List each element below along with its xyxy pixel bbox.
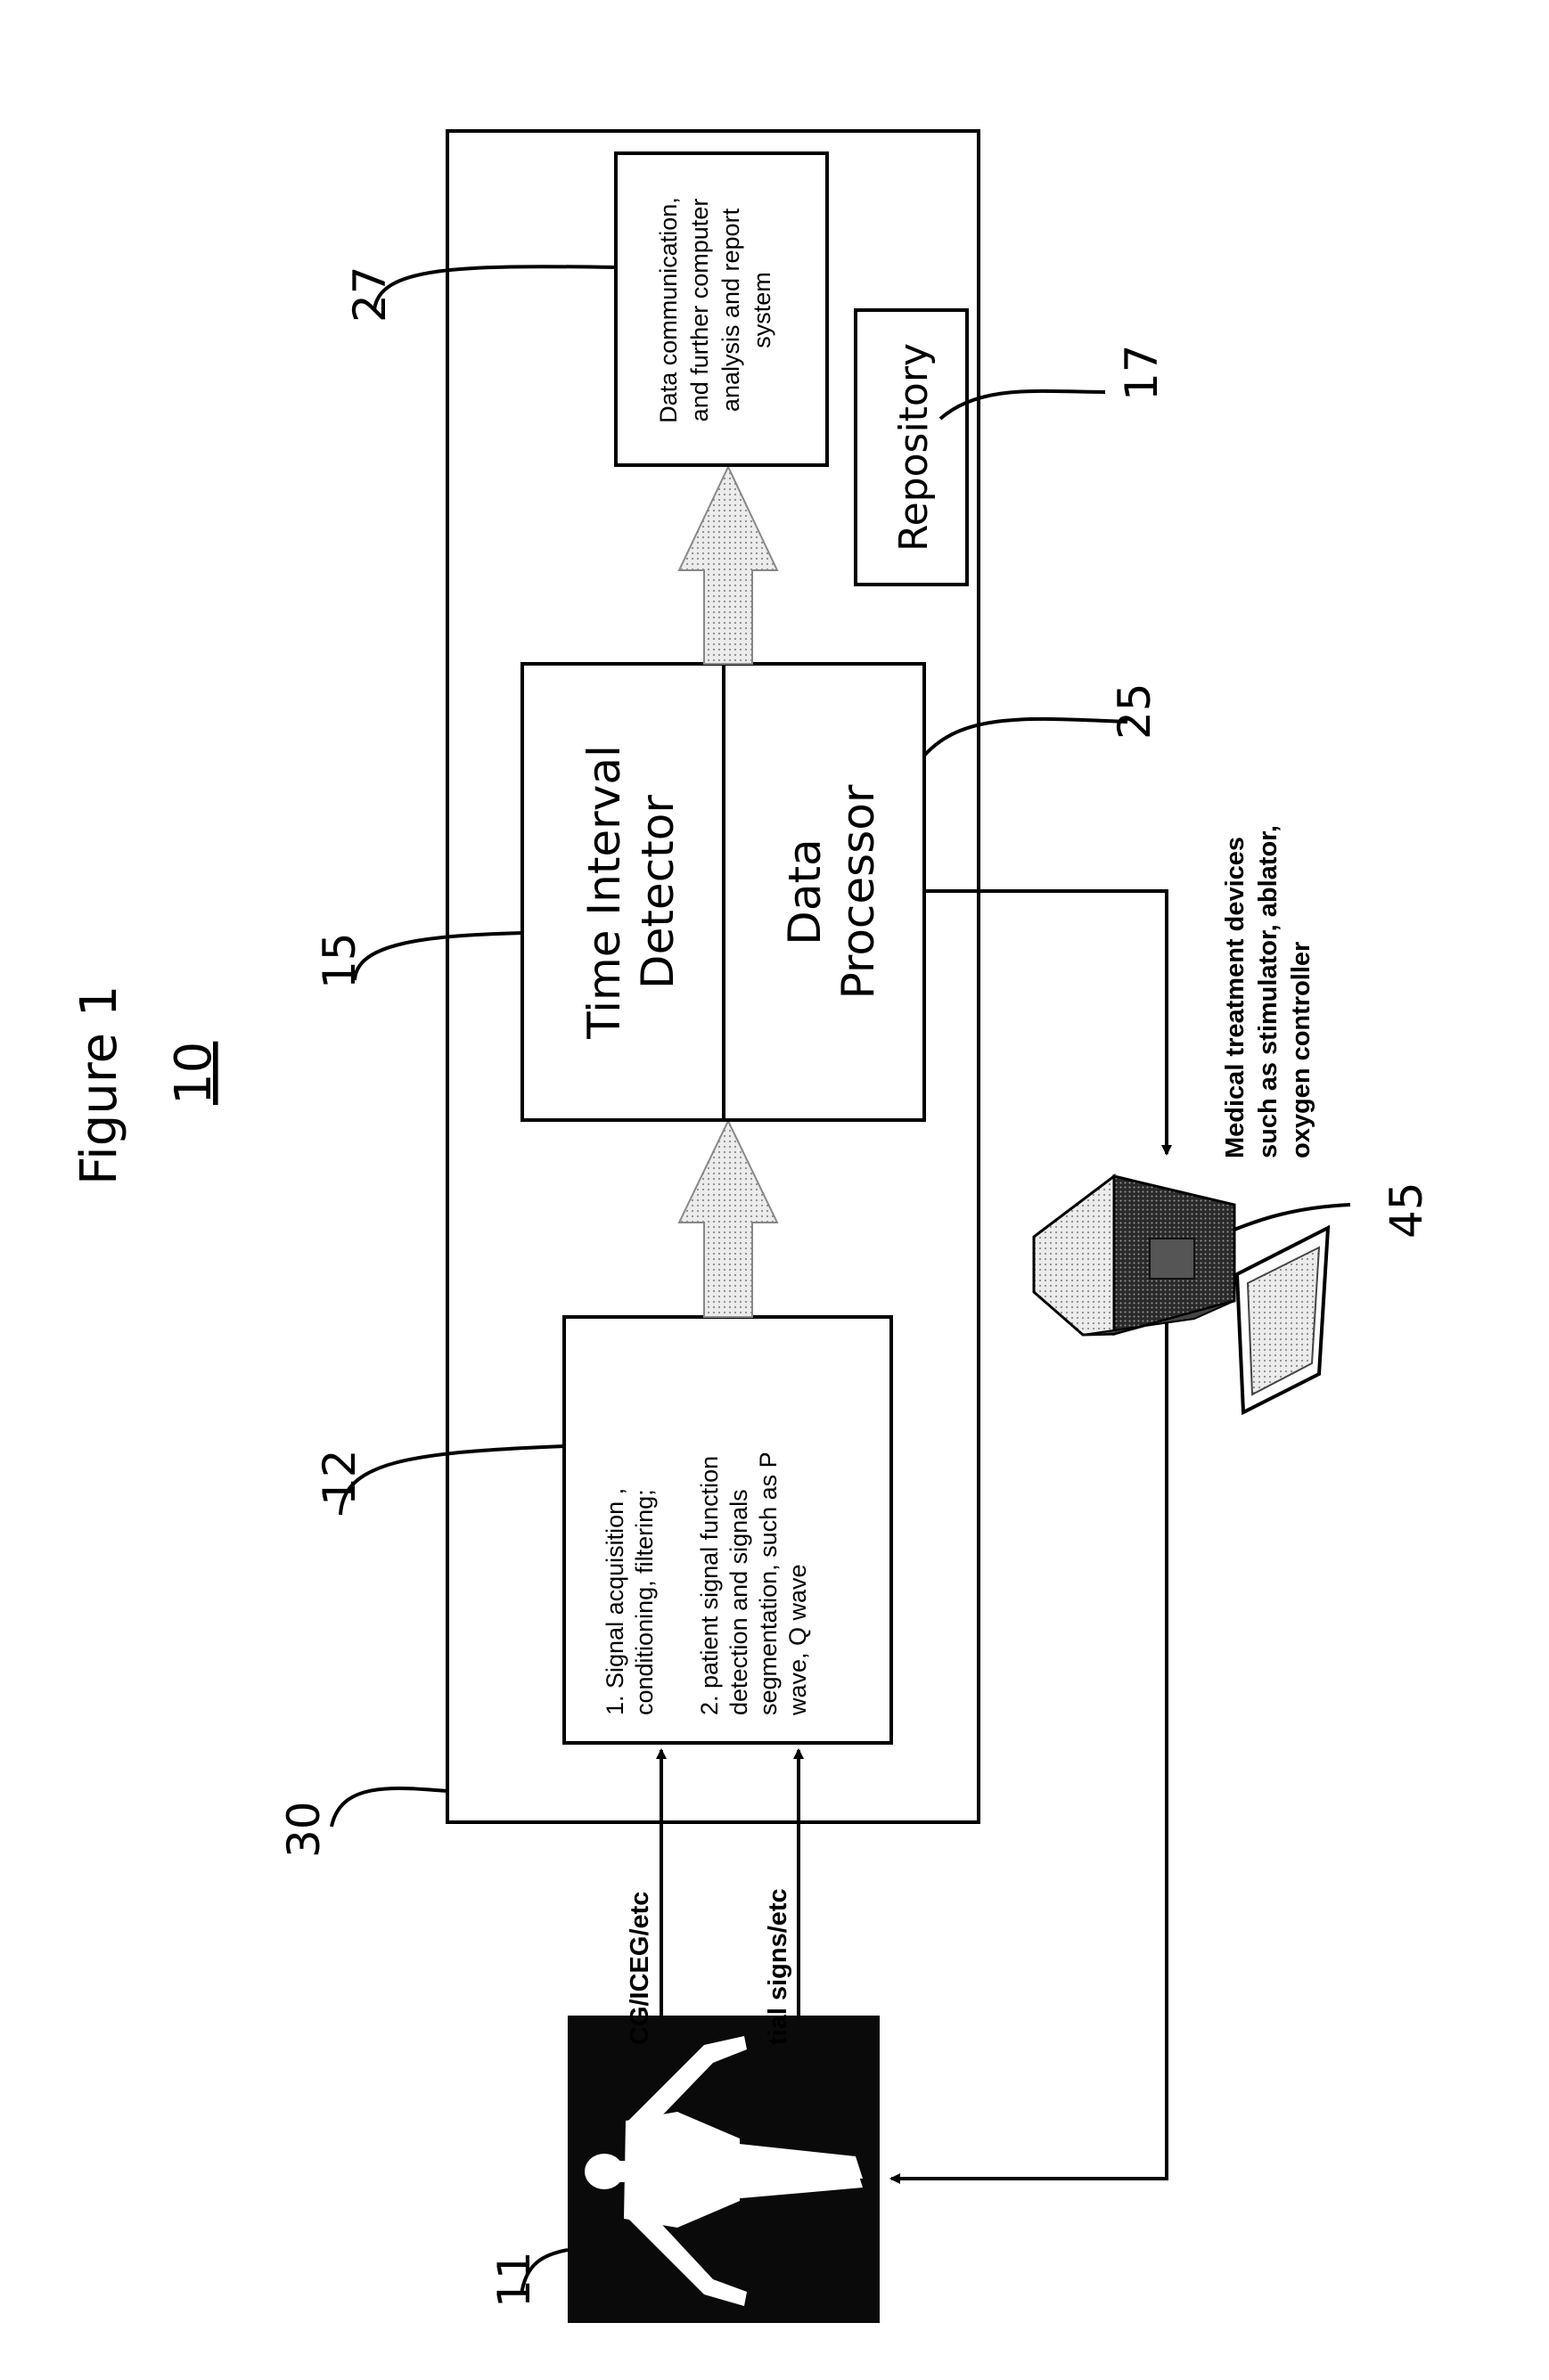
detector-line-2: Detector <box>632 795 684 989</box>
patient-ref: 11 <box>488 2251 540 2308</box>
system-box-ref: 30 <box>278 1801 330 1858</box>
processor-leader <box>924 719 1127 756</box>
communication-line-1: Data communication, <box>655 197 682 423</box>
detector-line-1: Time Interval <box>578 745 630 1040</box>
acquisition-line-1: 1. Signal acquisition , <box>602 1488 628 1715</box>
acquisition-line-2: conditioning, filtering; <box>631 1489 658 1715</box>
processor-ref: 25 <box>1109 683 1160 740</box>
detector-ref: 15 <box>314 932 365 989</box>
acquisition-line-4: detection and signals <box>725 1489 752 1715</box>
vital-signal-label: tial signs/etc <box>764 1888 792 2045</box>
treatment-line-1: Medical treatment devices <box>1221 837 1250 1158</box>
treatment-line-3: oxygen controller <box>1287 942 1315 1158</box>
treatment-device-icon <box>1034 1176 1328 1412</box>
system-ref-number: 10 <box>165 1042 223 1105</box>
communication-line-3: analysis and report <box>717 208 744 412</box>
figure-title: Figure 1 <box>70 986 128 1185</box>
acquisition-line-6: wave, Q wave <box>784 1564 811 1716</box>
acquisition-text: 1. Signal acquisition , conditioning, fi… <box>602 1452 811 1716</box>
processor-line-1: Data <box>779 838 831 945</box>
communication-leader <box>374 266 616 310</box>
processor-to-treatment-arrow <box>924 891 1167 1154</box>
flow-arrow-detector-to-communication <box>679 467 777 664</box>
flow-arrow-acquisition-to-detector <box>679 1121 777 1317</box>
treatment-leader <box>1234 1205 1350 1230</box>
repository-label: Repository <box>891 343 937 552</box>
detector-leader <box>355 933 522 980</box>
acquisition-line-5: segmentation, such as P <box>755 1452 782 1715</box>
treatment-label: Medical treatment devices such as stimul… <box>1221 825 1315 1158</box>
treatment-to-patient-arrow <box>891 1319 1167 2179</box>
acquisition-ref: 12 <box>314 1449 365 1506</box>
acquisition-line-3: 2. patient signal function <box>696 1456 723 1715</box>
processor-line-2: Processor <box>832 784 884 999</box>
repository-ref: 17 <box>1116 344 1168 401</box>
communication-line-4: system <box>749 272 775 348</box>
ecg-signal-label: CG/ICEG/etc <box>626 1892 654 2045</box>
treatment-line-2: such as stimulator, ablator, <box>1254 825 1283 1158</box>
communication-line-2: and further computer <box>686 199 713 422</box>
communication-ref: 27 <box>344 266 396 323</box>
acquisition-leader <box>340 1446 564 1515</box>
system-box-leader <box>332 1788 447 1827</box>
treatment-ref: 45 <box>1381 1182 1432 1239</box>
